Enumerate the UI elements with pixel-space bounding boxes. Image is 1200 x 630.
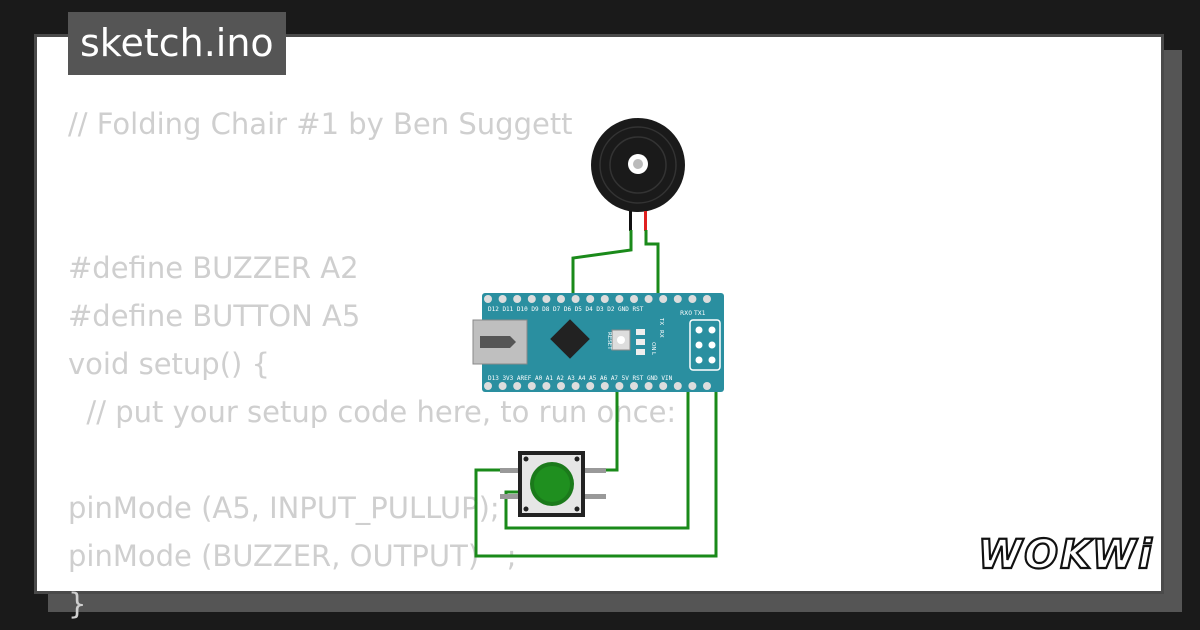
header-pin[interactable] [571, 382, 580, 390]
header-pin[interactable] [644, 382, 653, 390]
code-line[interactable]: pinMode (BUZZER, OUTPUT) ; [68, 539, 517, 573]
code-line[interactable]: } [68, 587, 87, 621]
arduino-nano[interactable]: D12 D11 D10 D9 D8 D7 D6 D5 D4 D3 D2 GND … [472, 293, 724, 392]
header-pin[interactable] [703, 295, 711, 303]
header-pin[interactable] [484, 295, 492, 303]
code-line[interactable]: // Folding Chair #1 by Ben Suggett [68, 107, 573, 141]
led-label-l: L [650, 352, 656, 356]
header-pin[interactable] [703, 382, 711, 390]
header-pin[interactable] [542, 382, 551, 390]
code-line[interactable]: pinMode (A5, INPUT_PULLUP); [68, 491, 500, 525]
header-pin[interactable] [688, 382, 697, 390]
header-pin[interactable] [557, 295, 565, 303]
header-pin[interactable] [557, 382, 565, 390]
led-label-tx: TX [658, 317, 664, 325]
rx-tx-label: RX0 TX1 [680, 310, 706, 317]
header-pin[interactable] [542, 295, 551, 303]
reset-label: RESET [606, 332, 612, 350]
header-pin[interactable] [600, 382, 609, 390]
pushbutton[interactable] [500, 451, 606, 517]
chip-icon [550, 319, 590, 359]
wires [474, 230, 718, 558]
header-pin[interactable] [630, 295, 638, 303]
header-pin[interactable] [527, 382, 536, 390]
header-pin[interactable] [586, 295, 595, 303]
header-pin[interactable] [630, 382, 638, 390]
led-label-rx: RX [658, 330, 664, 338]
header-pin[interactable] [644, 295, 653, 303]
header-pin[interactable] [571, 295, 580, 303]
header-pin[interactable] [586, 382, 595, 390]
header-pin[interactable] [513, 295, 522, 303]
header-pin[interactable] [673, 382, 682, 390]
code-line[interactable]: #define BUTTON A5 [68, 299, 361, 333]
header-pin[interactable] [659, 382, 668, 390]
header-pin[interactable] [615, 295, 624, 303]
wokwi-logo: WOKWi [977, 531, 1154, 579]
top-pin-labels: D12 D11 D10 D9 D8 D7 D6 D5 D4 D3 D2 GND … [488, 306, 644, 313]
led-label-on: ON [650, 342, 656, 350]
header-pin[interactable] [498, 382, 507, 390]
header-pin[interactable] [513, 382, 522, 390]
header-pin[interactable] [600, 295, 609, 303]
code-line[interactable]: #define BUZZER A2 [68, 251, 359, 285]
header-pin[interactable] [688, 295, 697, 303]
header-pin[interactable] [659, 295, 668, 303]
buzzer[interactable] [591, 118, 685, 231]
header-pin[interactable] [498, 295, 507, 303]
code-line[interactable]: // put your setup code here, to run once… [68, 395, 677, 429]
svg-text:WOKWi: WOKWi [978, 532, 1154, 578]
code-line[interactable]: void setup() { [68, 347, 270, 381]
bottom-pin-labels: D13 3V3 AREF A0 A1 A2 A3 A4 A5 A6 A7 5V … [488, 375, 673, 382]
header-pin[interactable] [615, 382, 624, 390]
file-tab[interactable]: sketch.ino [68, 12, 286, 75]
header-pin[interactable] [673, 295, 682, 303]
header-pin[interactable] [527, 295, 536, 303]
header-pin[interactable] [484, 382, 492, 390]
